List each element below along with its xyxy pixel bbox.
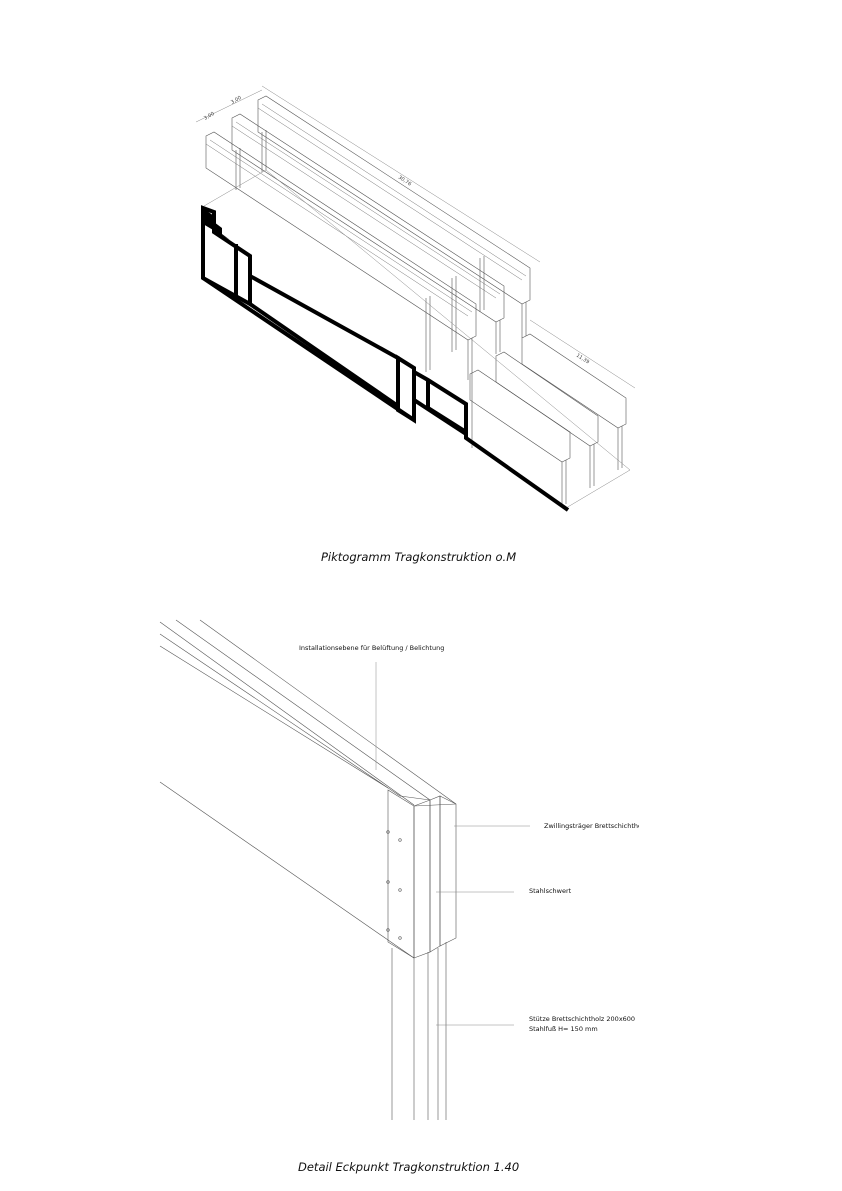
structure-pictogram-drawing: 3,00 3,00 30,76 11,39 (195, 85, 636, 512)
label-installation: Installationsebene für Belüftung / Belic… (299, 644, 445, 652)
label-steel-blade: Stahlschwert (529, 887, 572, 895)
bottom-caption: Detail Eckpunkt Tragkonstruktion 1.40 (298, 1160, 520, 1174)
section-cut (201, 205, 570, 512)
dim-length: 30,76 (397, 175, 412, 188)
floor-outline (203, 169, 631, 509)
top-caption: Piktogramm Tragkonstruktion o.M (321, 550, 517, 564)
dim-bay-b: 3,00 (230, 95, 243, 106)
bolt-holes (386, 830, 402, 940)
beam-lines (159, 619, 457, 959)
dimension-labels: 3,00 3,00 30,76 11,39 (203, 95, 590, 366)
dim-bay-a: 3,00 (203, 111, 216, 122)
dimension-lines (195, 85, 636, 389)
leader-lines (375, 662, 530, 1026)
cross-frames (469, 333, 627, 506)
corner-detail-drawing (159, 619, 530, 1120)
label-steel-foot: Stahlfuß H= 150 mm (529, 1025, 598, 1033)
beam-end-faces (387, 789, 457, 959)
longitudinal-beams (205, 95, 531, 341)
column-lines (391, 942, 447, 1120)
corner-detail: Installationsebene für Belüftung / Belic… (0, 600, 842, 1191)
structure-pictogram: 3,00 3,00 30,76 11,39 (0, 0, 842, 564)
roof-step-fill (203, 208, 230, 240)
label-column: Stütze Brettschichtholz 200x600 (529, 1015, 636, 1023)
dim-depth: 11,39 (575, 353, 590, 366)
label-twin-beam: Zwillingsträger Brettschichtholz (544, 822, 639, 830)
columns (235, 130, 527, 380)
